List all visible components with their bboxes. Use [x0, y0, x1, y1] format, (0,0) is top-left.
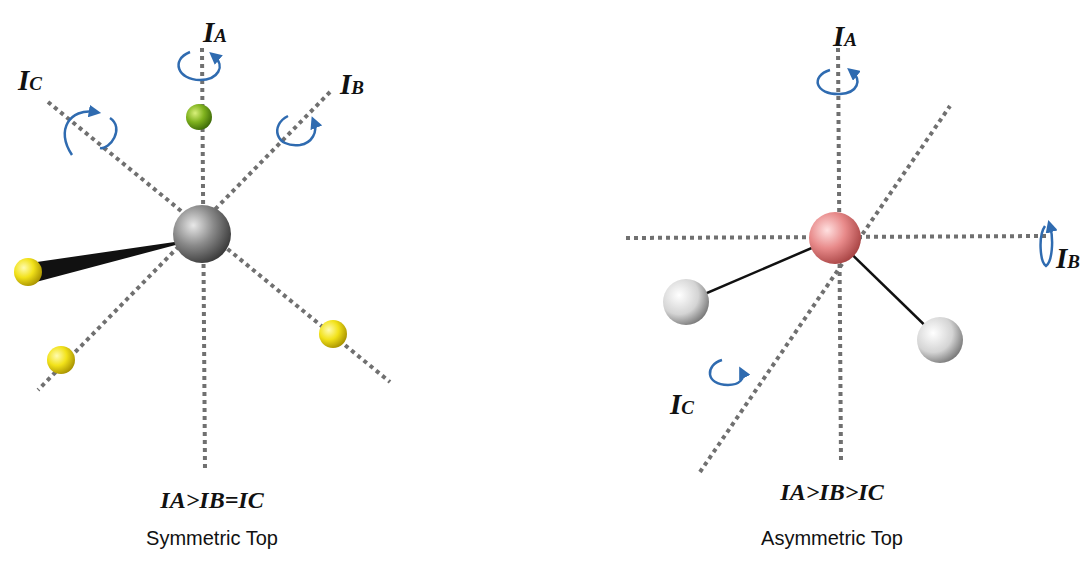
caption-text: Symmetric Top: [146, 527, 278, 550]
rotation-arrow: [710, 70, 1052, 385]
oxygen-atom: [809, 212, 861, 264]
caption-text: Asymmetric Top: [761, 527, 903, 550]
axis-label: IC: [670, 388, 694, 421]
yellow-atom: [319, 320, 347, 348]
rotation-arrow: [65, 52, 315, 155]
inertia-relation: IA>IB>IC: [780, 479, 883, 506]
bond: [686, 238, 940, 340]
axis-label: IC: [18, 64, 42, 97]
green-atom: [186, 104, 212, 130]
axis-label: IA: [203, 16, 227, 49]
hydrogen-atom: [663, 279, 709, 325]
axis-label: IA: [833, 20, 857, 53]
axis-label: IB: [340, 68, 364, 101]
yellow-atom: [14, 258, 42, 286]
inertia-relation: IA>IB=IC: [160, 487, 263, 514]
central-atom: [173, 205, 231, 263]
axis-label: IB: [1056, 242, 1080, 275]
yellow-atom: [47, 346, 75, 374]
rotation-axes: [626, 48, 1048, 472]
hydrogen-atom: [917, 317, 963, 363]
